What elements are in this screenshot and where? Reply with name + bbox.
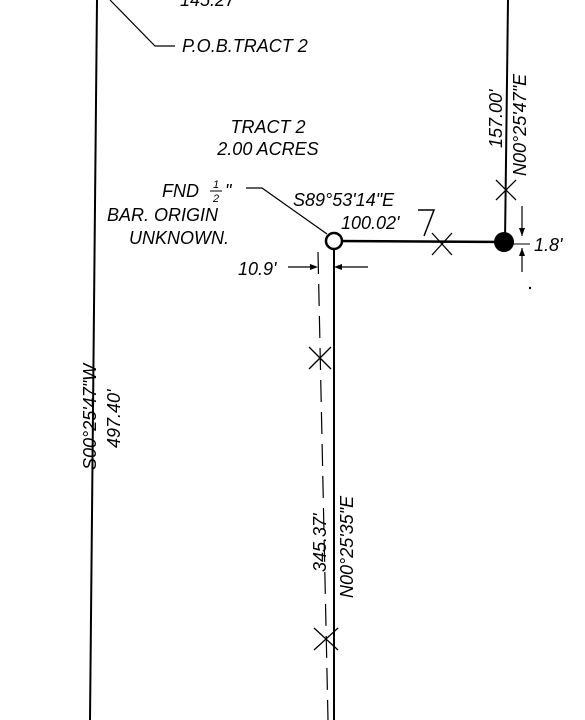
fence-mark bbox=[431, 232, 453, 256]
fence-mark bbox=[308, 346, 332, 370]
east-boundary-bearing: N00°25'47"E bbox=[510, 73, 530, 176]
set-pin-marker bbox=[494, 232, 514, 252]
east-line-distance: 100.02' bbox=[341, 213, 400, 233]
tract-area: 2.00 ACRES bbox=[216, 139, 318, 159]
offset-left-label: 10.9' bbox=[238, 259, 277, 279]
center-line-bearing: N00°25'35"E bbox=[337, 495, 357, 598]
fnd-label: FND bbox=[162, 181, 199, 201]
tract-name: TRACT 2 bbox=[230, 117, 305, 137]
fnd-half-numerator: 1 bbox=[213, 179, 219, 191]
east-line-bearing: S89°53'14"E bbox=[293, 190, 395, 210]
offset-right-arrow-bottom bbox=[519, 248, 525, 256]
bearing-tick bbox=[418, 209, 436, 237]
offset-left-arrow-right bbox=[334, 264, 342, 270]
fence-mark bbox=[495, 179, 517, 201]
fnd-leader bbox=[246, 187, 328, 235]
fnd-origin: BAR. ORIGIN bbox=[107, 205, 219, 225]
found-bar-marker bbox=[324, 231, 344, 251]
west-boundary-bearing: S00°25'47"W bbox=[80, 362, 100, 470]
center-line-distance: 345.37' bbox=[310, 513, 330, 572]
fnd-quote: " bbox=[225, 181, 233, 201]
pob-leader bbox=[109, 0, 175, 47]
east-boundary-line bbox=[504, 0, 509, 243]
pob-label: P.O.B.TRACT 2 bbox=[182, 36, 308, 56]
west-boundary-distance: 497.40' bbox=[104, 389, 124, 448]
tract-south-line bbox=[333, 239, 506, 244]
fence-mark bbox=[313, 627, 339, 651]
fnd-unknown: UNKNOWN. bbox=[129, 228, 229, 248]
east-boundary-distance: 157.00' bbox=[486, 89, 506, 148]
offset-right-arrow-top bbox=[519, 228, 525, 236]
west-boundary-line bbox=[89, 0, 98, 720]
dashed-offset-line bbox=[317, 251, 329, 720]
offset-left-arrow-left bbox=[310, 264, 318, 270]
stray-dot bbox=[528, 286, 532, 290]
top-partial-distance: 145.27 bbox=[180, 0, 236, 10]
fnd-half-denominator: 2 bbox=[212, 193, 219, 205]
offset-right-label: 1.8' bbox=[534, 235, 563, 255]
